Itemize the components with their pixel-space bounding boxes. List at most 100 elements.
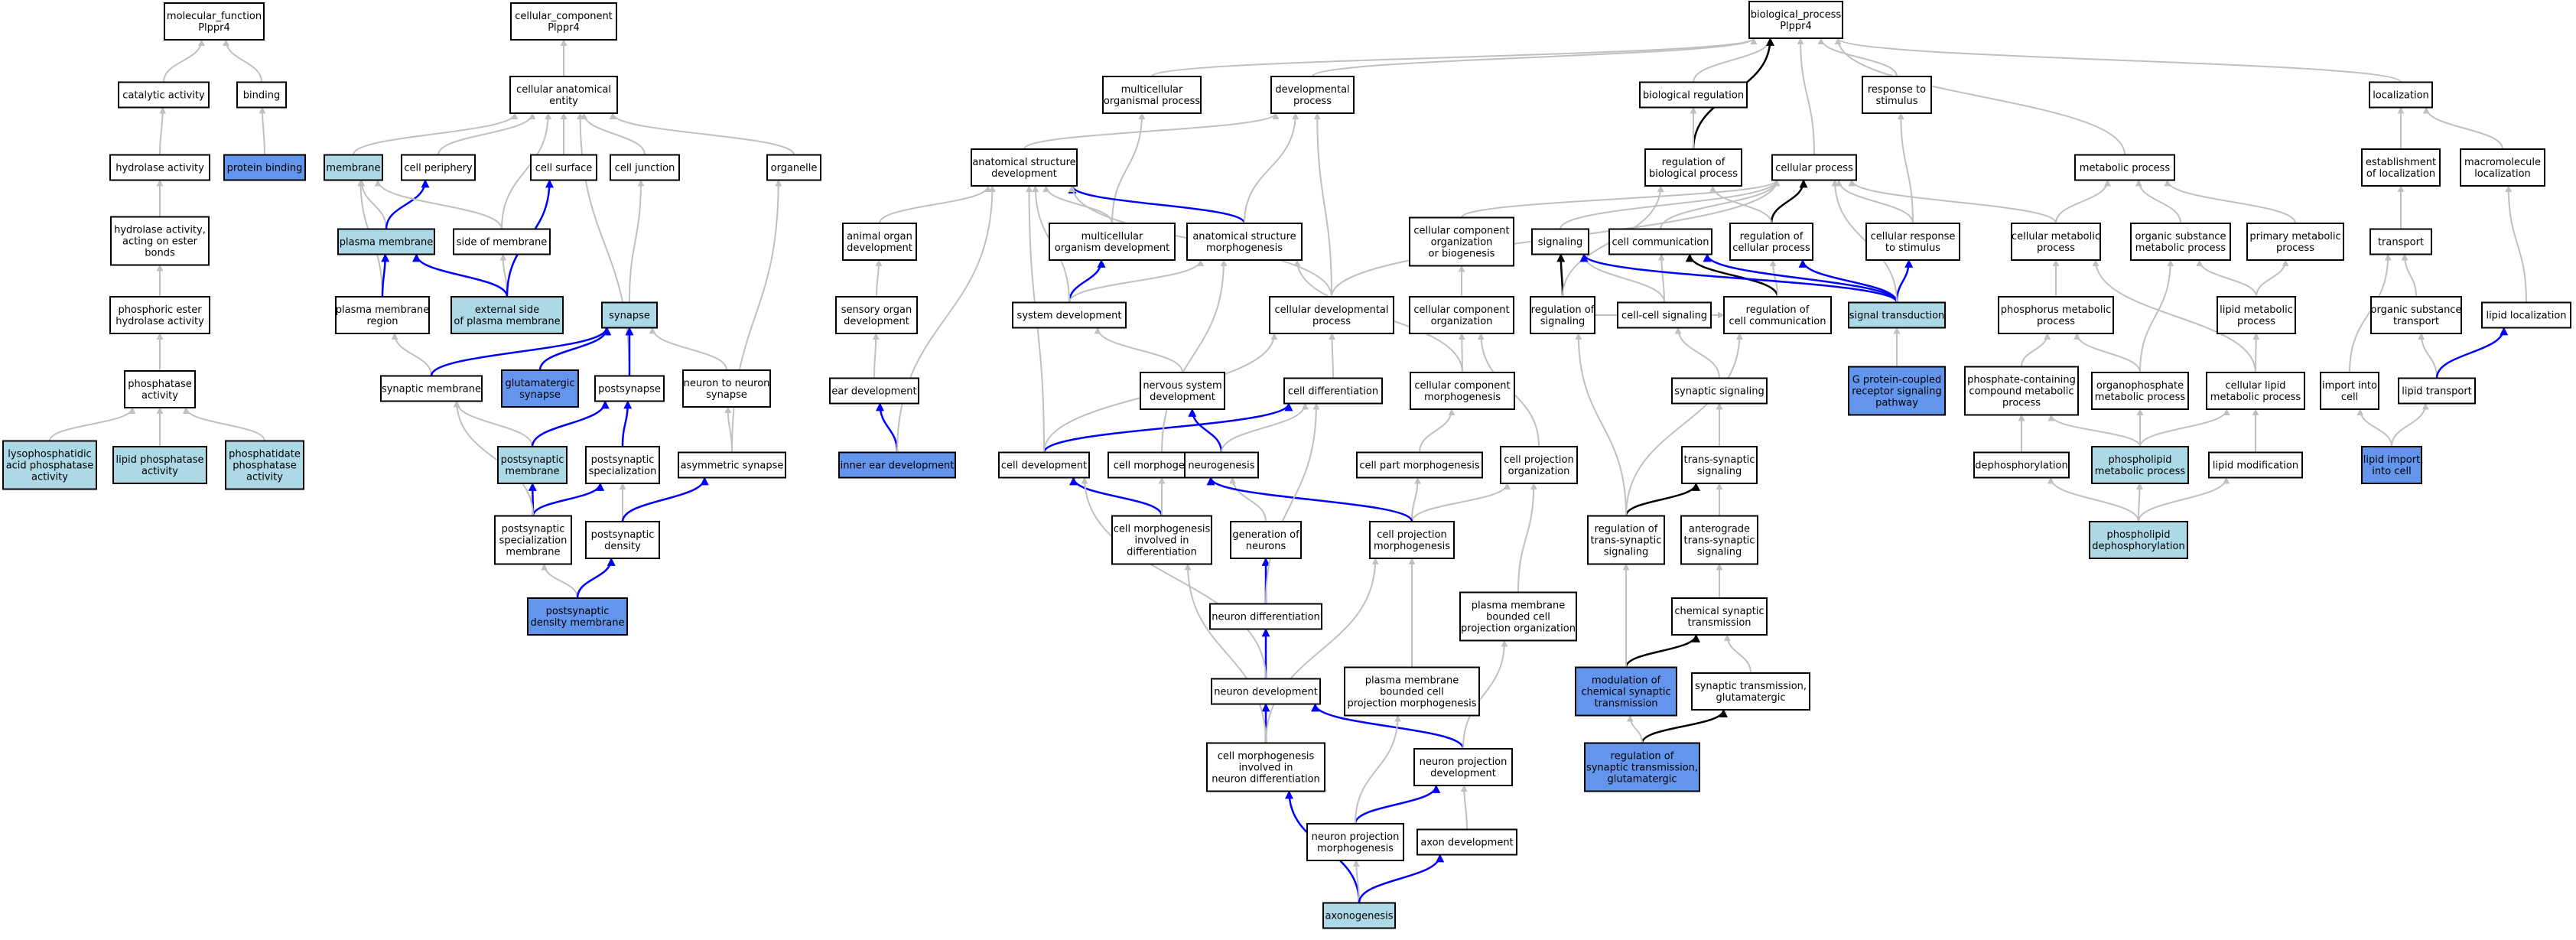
node-dephos[interactable]: dephosphorylation — [1973, 451, 2070, 479]
node-celldiff[interactable]: cell differentiation — [1283, 377, 1383, 405]
node-axondev[interactable]: axon development — [1416, 828, 1517, 856]
node-sideofmem[interactable]: side of membrane — [453, 228, 551, 255]
node-eardev[interactable]: ear development — [829, 377, 919, 405]
node-neurdev[interactable]: neuron development — [1211, 678, 1321, 705]
node-postsynapse[interactable]: postsynapse — [594, 375, 665, 402]
node-signaling[interactable]: signaling — [1531, 228, 1589, 255]
node-bioreg[interactable]: biological regulation — [1639, 81, 1748, 109]
node-synmem[interactable]: synaptic membrane — [380, 375, 483, 402]
node-synsig[interactable]: synaptic signaling — [1671, 377, 1768, 405]
node-cellsurface[interactable]: cell surface — [530, 154, 597, 181]
node-neurdiff[interactable]: neuron differentiation — [1209, 603, 1322, 630]
node-lipidtrans[interactable]: lipid transport — [2398, 377, 2476, 405]
node-celljunction[interactable]: cell junction — [610, 154, 680, 181]
node-cellproc[interactable]: cellular process — [1771, 154, 1857, 181]
node-cellperiph[interactable]: cell periphery — [401, 154, 476, 181]
node-cellcomm[interactable]: cell communication — [1608, 228, 1712, 255]
node-axonogen[interactable]: axonogenesis — [1322, 902, 1396, 929]
node-asymsyn[interactable]: asymmetric synapse — [678, 451, 786, 479]
node-cellcellsig[interactable]: cell-cell signaling — [1617, 301, 1712, 329]
node-innerear[interactable]: inner ear development — [838, 451, 956, 479]
node-metproc[interactable]: metabolic process — [2074, 154, 2175, 181]
node-sysdev[interactable]: system development — [1012, 301, 1127, 329]
node-sigtrans[interactable]: signal transduction — [1848, 301, 1946, 329]
node-neurogen[interactable]: neurogenesis — [1184, 451, 1259, 479]
node-membrane[interactable]: membrane — [324, 154, 383, 181]
node-synglu[interactable]: synaptic transmission,glutamatergic — [1691, 672, 1810, 711]
node-cellpartmorph[interactable]: cell part morphogenesis — [1356, 451, 1483, 479]
node-synapse[interactable]: synapse — [601, 301, 658, 329]
node-hydrolase[interactable]: hydrolase activity — [109, 154, 210, 181]
node-transport[interactable]: transport — [2369, 228, 2432, 255]
node-plasmamem[interactable]: plasma membrane — [337, 228, 435, 255]
node-lipidmod[interactable]: lipid modification — [2208, 451, 2303, 479]
node-binding[interactable]: binding — [236, 81, 287, 109]
node-organelle[interactable]: organelle — [766, 154, 821, 181]
node-celldev[interactable]: cell development — [998, 451, 1090, 479]
